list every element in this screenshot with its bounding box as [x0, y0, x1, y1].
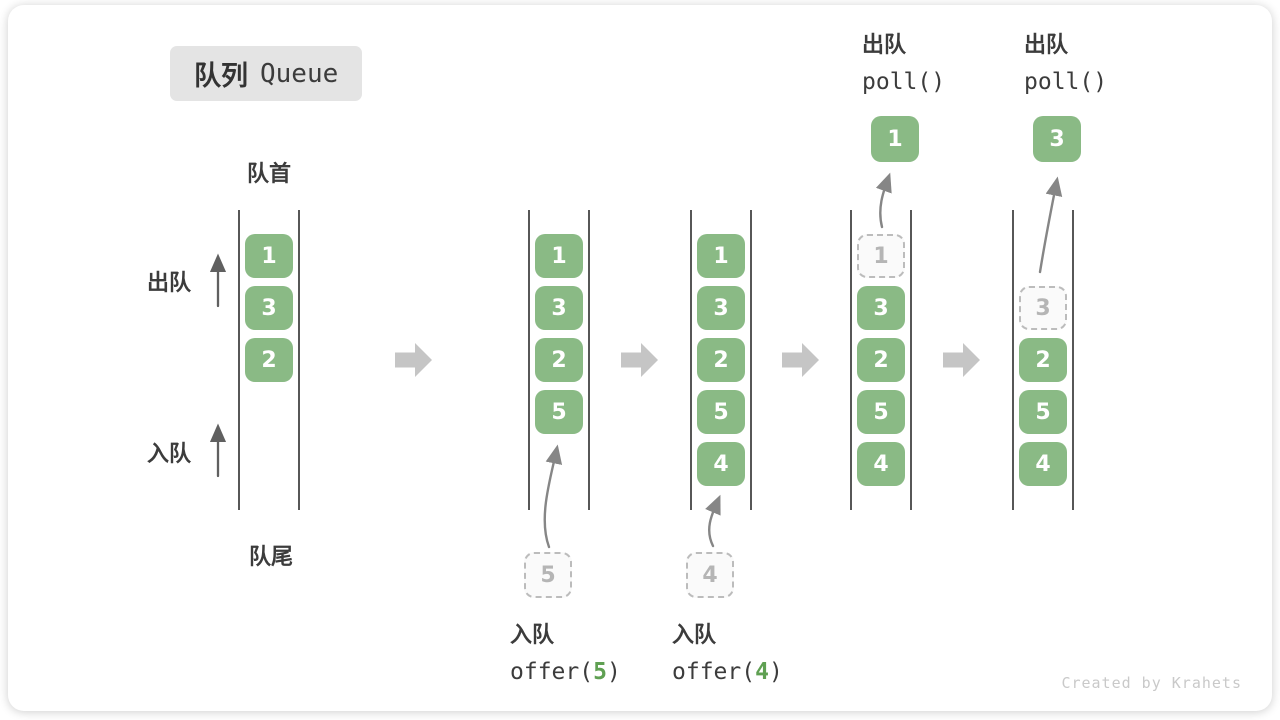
- queue-cell-removed: 1: [857, 234, 905, 278]
- queue-cell: 2: [245, 338, 293, 382]
- queue-cell: 2: [857, 338, 905, 382]
- op-code: poll(): [1024, 69, 1108, 95]
- op-code-arg: 4: [755, 659, 769, 685]
- next-state-arrow-icon: [395, 342, 433, 382]
- queue-column-2: 1 3 2 5: [528, 210, 590, 510]
- queue-cell: 4: [1019, 442, 1067, 486]
- credit-text: Created by Krahets: [1061, 674, 1242, 692]
- queue-cell: 3: [857, 286, 905, 330]
- queue-cell: 3: [245, 286, 293, 330]
- title-en: Queue: [260, 58, 339, 89]
- queue-column-4: 1 3 2 5 4: [850, 210, 912, 510]
- enqueue-side-label: 入队: [146, 442, 191, 467]
- queue-rear-label: 队尾: [248, 545, 293, 570]
- queue-cell: 4: [857, 442, 905, 486]
- op-name-cn: 入队: [672, 623, 717, 648]
- queue-cell-removed: 3: [1019, 286, 1067, 330]
- op-code: offer(5): [510, 654, 621, 691]
- next-state-arrow-icon: [782, 342, 820, 382]
- queue-cell: 2: [1019, 338, 1067, 382]
- queue-cell: 1: [535, 234, 583, 278]
- outgoing-element-box: 1: [871, 116, 919, 162]
- queue-cell: 3: [697, 286, 745, 330]
- incoming-element-box: 5: [524, 552, 572, 598]
- queue-column-3: 1 3 2 5 4: [690, 210, 752, 510]
- queue-cell: 3: [535, 286, 583, 330]
- enqueue-operation-label: 入队 offer(4): [672, 617, 783, 691]
- queue-cell: 5: [857, 390, 905, 434]
- next-state-arrow-icon: [621, 342, 659, 382]
- op-name-cn: 出队: [862, 33, 907, 58]
- outgoing-element-box: 3: [1033, 116, 1081, 162]
- queue-column-1: 1 3 2: [238, 210, 300, 510]
- op-code-text: ): [606, 659, 621, 685]
- queue-cell: 1: [245, 234, 293, 278]
- op-code: offer(4): [672, 654, 783, 691]
- title-zh: 队列: [194, 61, 248, 92]
- queue-cell: 2: [697, 338, 745, 382]
- dequeue-side-label: 出队: [146, 271, 191, 296]
- op-code-text: offer(: [672, 659, 756, 685]
- op-name-cn: 出队: [1024, 33, 1069, 58]
- next-state-arrow-icon: [943, 342, 981, 382]
- queue-front-label: 队首: [246, 162, 291, 187]
- op-code-text: offer(: [510, 659, 594, 685]
- queue-cell: 2: [535, 338, 583, 382]
- queue-cell: 5: [1019, 390, 1067, 434]
- op-code-arg: 5: [593, 659, 607, 685]
- op-code-text: ): [768, 659, 783, 685]
- enqueue-operation-label: 入队 offer(5): [510, 617, 621, 691]
- op-code: poll(): [862, 69, 946, 95]
- queue-cell: 4: [697, 442, 745, 486]
- queue-cell: 5: [535, 390, 583, 434]
- op-name-cn: 入队: [510, 623, 555, 648]
- dequeue-operation-label: 出队 poll(): [862, 27, 945, 101]
- queue-column-5: 3 2 5 4: [1012, 210, 1074, 510]
- queue-cell: 1: [697, 234, 745, 278]
- title-badge: 队列 Queue: [170, 46, 363, 101]
- dequeue-operation-label: 出队 poll(): [1024, 27, 1107, 101]
- incoming-element-box: 4: [686, 552, 734, 598]
- queue-cell: 5: [697, 390, 745, 434]
